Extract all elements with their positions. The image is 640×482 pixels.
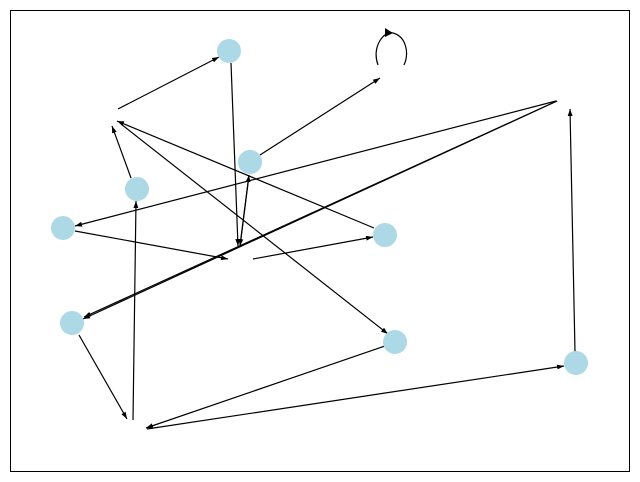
graph-node-n8 (564, 351, 588, 375)
nodes-layer (51, 39, 588, 375)
self-loop-edge (375, 32, 408, 66)
edge-h4-n5 (252, 235, 374, 260)
graph-node-n7 (383, 330, 407, 354)
edge-h6-n4 (74, 100, 557, 227)
edge-n5-h1 (116, 120, 375, 229)
graph-node-n6 (60, 311, 84, 335)
edge-h1-n1 (117, 56, 220, 110)
plot-frame (10, 10, 630, 472)
edge-h5-n3 (132, 200, 139, 421)
edge-n6-h5 (78, 334, 128, 420)
edge-n2-h2 (259, 77, 381, 156)
edge-n1-h3 (230, 62, 241, 247)
graph-node-n1 (217, 39, 241, 63)
edge-h3-n2 (239, 174, 251, 247)
edges-layer (74, 28, 576, 430)
graph-node-n5 (373, 223, 397, 247)
edge-n3-h1 (111, 125, 132, 179)
graph-node-n9 (238, 150, 262, 174)
graph-node-n3 (125, 177, 149, 201)
self-loop-arrowhead (385, 28, 393, 37)
edge-h6-n6 (83, 100, 558, 318)
edge-h1-n7 (120, 123, 389, 335)
edge-h5-n8 (146, 364, 565, 430)
edge-n4-h3 (74, 230, 229, 261)
edge-n7-h5 (145, 345, 386, 429)
edge-n8-h6 (567, 108, 576, 353)
graph-node-n4 (51, 216, 75, 240)
